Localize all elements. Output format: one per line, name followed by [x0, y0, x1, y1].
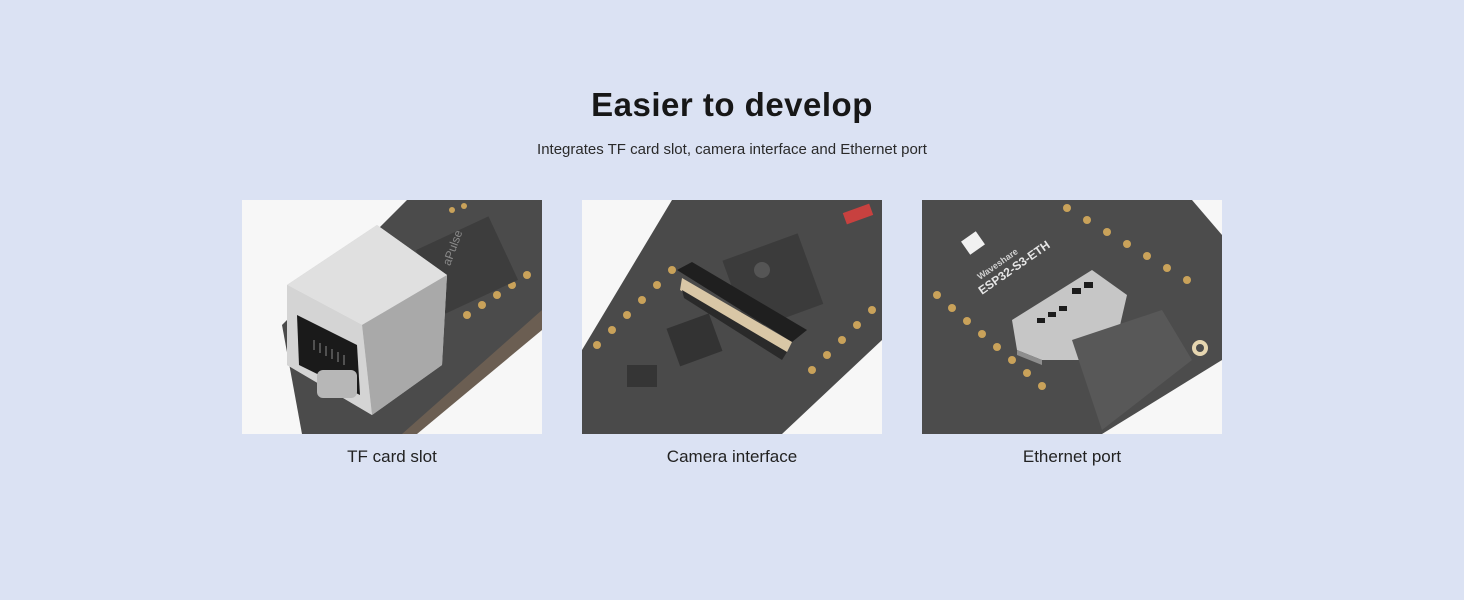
feature-card-2: Camera interface [582, 200, 882, 467]
card-caption: Ethernet port [1022, 447, 1122, 466]
feature-card-1: aPulse TF card slot [242, 200, 542, 467]
feature-card-3: Waveshare ESP32-S3-ETH Ethernet port [922, 200, 1222, 467]
camera-connector-photo [582, 200, 882, 434]
tf-slot-photo: Waveshare ESP32-S3-ETH [922, 200, 1222, 434]
card-caption: TF card slot [347, 447, 437, 466]
ethernet-jack-photo: aPulse [242, 200, 542, 434]
page-title: Easier to develop [591, 86, 873, 123]
page-subtitle: Integrates TF card slot, camera interfac… [537, 141, 927, 158]
card-caption: Camera interface [666, 447, 798, 466]
